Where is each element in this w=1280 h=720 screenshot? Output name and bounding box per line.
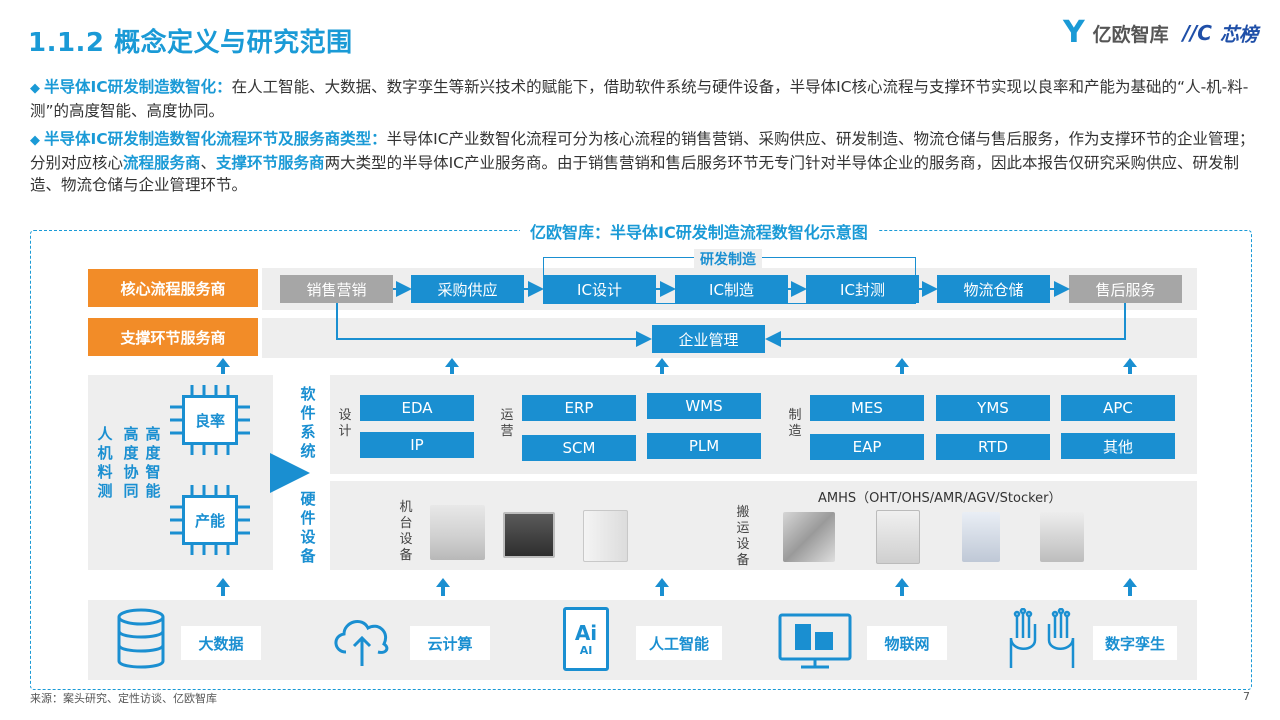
paragraph-2-separator: 、 — [200, 154, 217, 172]
flow-ic-manufacturing: IC制造 — [675, 275, 788, 303]
software-yms: YMS — [936, 395, 1050, 421]
flow-sales: 销售营销 — [280, 275, 393, 303]
database-icon — [117, 608, 165, 669]
paragraph-1: ◆ 半导体IC研发制造数智化：在人工智能、大数据、数字孪生等新兴技术的赋能下，借助… — [30, 76, 1255, 122]
source-note: 来源：案头研究、定性访谈、亿欧智库 — [30, 692, 217, 705]
left-col-high-intelligence: 高度智能 — [145, 425, 161, 500]
manufacturing-label: 制造 — [788, 408, 802, 439]
software-wms: WMS — [647, 393, 761, 419]
paragraph-2-body-1: 半导体IC产业数智化流程可分为核心流程的销售营销、采购供应、研发制造、物流仓储与… — [30, 130, 1255, 172]
flow-purchase: 采购供应 — [411, 275, 524, 303]
software-erp: ERP — [522, 395, 636, 421]
diamond-bullet-icon: ◆ — [30, 133, 40, 148]
flow-ic-packaging-test: IC封测 — [806, 275, 919, 303]
transport-photo-3 — [962, 512, 1000, 562]
software-scm: SCM — [522, 435, 636, 461]
enterprise-management: 企业管理 — [652, 325, 765, 353]
left-col-people-machine: 人机料测 — [97, 425, 113, 500]
support-service-provider-label: 支撑环节服务商 — [88, 318, 258, 356]
machine-photo-1 — [430, 505, 485, 560]
yiou-logo-icon: Y — [1062, 15, 1085, 50]
diagram-title: 亿欧智库：半导体IC研发制造流程数智化示意图 — [520, 219, 878, 243]
diamond-bullet-icon: ◆ — [30, 81, 40, 96]
transport-photo-4 — [1040, 512, 1084, 562]
chip-capacity-label: 产能 — [182, 495, 238, 545]
cloud-upload-icon — [334, 619, 389, 666]
ai-icon-subtext: AI — [579, 643, 593, 657]
page-number: 7 — [1243, 690, 1250, 703]
flow-after-sales: 售后服务 — [1069, 275, 1182, 303]
machine-equipment-label: 机台设备 — [399, 500, 413, 563]
tech-iot: 物联网 — [867, 626, 947, 660]
core-service-provider-label: 核心流程服务商 — [88, 269, 258, 307]
software-apc: APC — [1061, 395, 1175, 421]
operations-label: 运营 — [500, 408, 514, 439]
paragraph-1-heading: 半导体IC研发制造数智化： — [44, 78, 232, 96]
tech-artificial-intelligence: 人工智能 — [636, 626, 722, 660]
software-system-label: 软件系统 — [300, 385, 316, 460]
design-label: 设计 — [338, 408, 352, 439]
paragraph-2: ◆ 半导体IC研发制造数智化流程环节及服务商类型：半导体IC产业数智化流程可分为核… — [30, 128, 1255, 196]
logo: Y 亿欧智库 //C 芯榜 — [1063, 18, 1258, 48]
transport-photo-2 — [876, 510, 920, 564]
software-mes: MES — [810, 395, 924, 421]
transport-equipment-label: 搬运设备 — [736, 505, 750, 568]
machine-photo-2 — [503, 512, 555, 558]
chip-capacity-icon — [170, 485, 250, 555]
digital-twin-hands-icon — [1009, 608, 1075, 668]
software-eda: EDA — [360, 395, 474, 421]
software-ip: IP — [360, 432, 474, 458]
software-rtd: RTD — [936, 434, 1050, 460]
iot-monitor-icon — [778, 613, 852, 669]
machine-photo-3 — [583, 510, 628, 562]
flow-logistics: 物流仓储 — [937, 275, 1050, 303]
ai-icon-text: Ai — [574, 620, 598, 645]
amhs-label: AMHS（OHT/OHS/AMR/AGV/Stocker） — [818, 491, 1062, 506]
software-eap: EAP — [810, 434, 924, 460]
flow-ic-design: IC设计 — [543, 275, 656, 303]
chip-yield-icon — [170, 385, 250, 455]
left-col-high-collaboration: 高度协同 — [123, 425, 139, 500]
rd-manufacturing-label: 研发制造 — [694, 249, 762, 269]
ai-icon: Ai AI — [563, 607, 609, 671]
tech-big-data: 大数据 — [181, 626, 261, 660]
page-title: 1.1.2 概念定义与研究范围 — [28, 28, 353, 58]
paragraph-2-heading: 半导体IC研发制造数智化流程环节及服务商类型： — [44, 130, 387, 148]
logo-text: 亿欧智库 — [1092, 23, 1169, 46]
paragraph-2-highlight-2: 支撑环节服务商 — [216, 154, 325, 172]
logo-text-2: 芯榜 — [1219, 23, 1258, 46]
chip-yield-label: 良率 — [182, 395, 238, 445]
xinbang-logo-icon: //C — [1182, 21, 1212, 45]
transport-photo-1 — [783, 512, 835, 562]
paragraph-2-body-2: 两大类型的半导体IC产业服务商。由于销售营销和售后服务环节无专门针对半导体企业的… — [30, 154, 1239, 194]
paragraph-2-highlight-1: 流程服务商 — [123, 154, 201, 172]
tech-digital-twin: 数字孪生 — [1093, 626, 1177, 660]
software-band — [330, 375, 1197, 474]
paragraph-1-body: 在人工智能、大数据、数字孪生等新兴技术的赋能下，借助软件系统与硬件设备，半导体I… — [30, 78, 1249, 120]
hardware-equipment-label: 硬件设备 — [300, 490, 316, 565]
software-plm: PLM — [647, 433, 761, 459]
tech-cloud-computing: 云计算 — [410, 626, 490, 660]
software-other: 其他 — [1061, 433, 1175, 459]
